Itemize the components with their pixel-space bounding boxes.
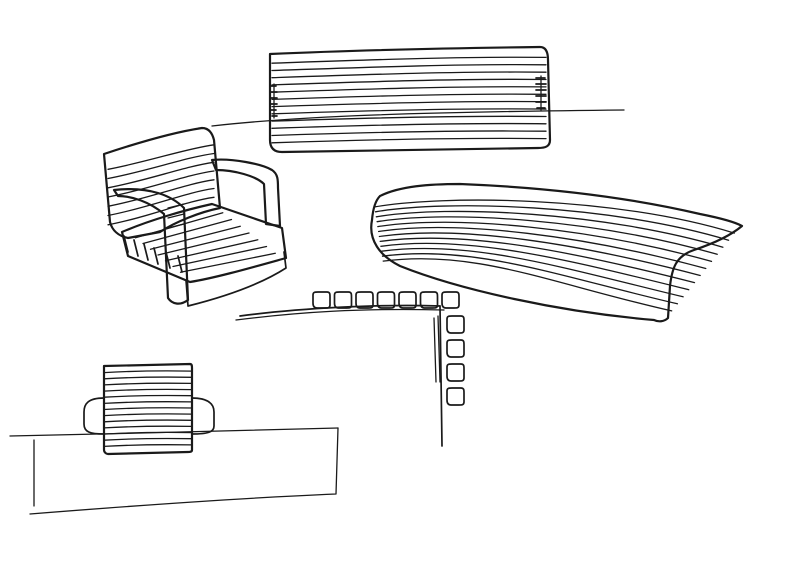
- bench-slat: [271, 100, 547, 108]
- armchair-slat: [107, 144, 215, 170]
- wall-tile: [446, 339, 465, 358]
- wall-tile: [446, 315, 465, 334]
- armchair-slat: [142, 218, 233, 245]
- bench-slat: [271, 71, 547, 79]
- wall-tile: [312, 291, 331, 309]
- front-chair-slat: [103, 413, 193, 417]
- curved-bench-slat: [375, 210, 724, 248]
- front-arm-right: [191, 397, 215, 435]
- armchair-base: [185, 251, 287, 307]
- armchair-slat: [107, 152, 215, 180]
- wall-vertical: [439, 305, 443, 447]
- front-floor-line: [9, 427, 339, 437]
- curved-bench-slat: [376, 216, 718, 255]
- bench-slat: [271, 108, 547, 115]
- wall-tile: [446, 363, 465, 382]
- curved-bench-slat: [374, 205, 730, 241]
- curved-bench-slat: [377, 226, 707, 270]
- armchair-seat: [120, 202, 288, 284]
- armchair-slat: [107, 196, 215, 226]
- bench-slat: [271, 63, 547, 72]
- wall-tile: [355, 291, 374, 309]
- curved-bench-slat: [380, 242, 690, 291]
- armchair-slat: [172, 245, 268, 268]
- armchair-right-arm: [210, 158, 282, 228]
- wall-tile: [376, 291, 396, 309]
- armchair-slat: [157, 232, 250, 256]
- front-chair-slat: [103, 388, 193, 392]
- front-chair-slat: [103, 437, 193, 441]
- armchair-front-view: [9, 362, 339, 515]
- front-chair-slat: [103, 407, 193, 411]
- wall-tile: [333, 291, 353, 309]
- armchair-slat: [107, 170, 215, 198]
- tile-column-side: [446, 315, 465, 406]
- front-platform: [29, 427, 339, 515]
- curved-bench-slat: [379, 237, 696, 284]
- armchair-backrest: [102, 126, 222, 240]
- bench-end-binding-right: [535, 75, 547, 111]
- curved-bench-slat: [382, 258, 673, 312]
- armchair-slat: [167, 223, 185, 229]
- armchair-slat: [179, 252, 276, 273]
- bench-slat: [271, 78, 547, 86]
- wall-tile: [446, 387, 465, 406]
- curved-bench-outline: [370, 182, 744, 323]
- armchair-slat: [107, 187, 215, 217]
- wall-vertical-inner: [433, 315, 441, 383]
- armchair-slat: [149, 225, 241, 250]
- front-chair-slat: [103, 419, 193, 423]
- armchair-slat: [167, 203, 185, 209]
- bench-slat: [271, 115, 547, 122]
- bench-slat: [271, 86, 547, 93]
- front-arm-left: [83, 397, 105, 435]
- bench-outline: [268, 45, 552, 154]
- armchair-under-slats: [123, 235, 183, 273]
- armchair-perspective: [102, 126, 288, 307]
- front-chair-slats: [103, 370, 193, 448]
- curved-bench-slats: [374, 199, 735, 312]
- bench-slat: [271, 122, 547, 129]
- wall-tile: [441, 291, 460, 309]
- wall-tile: [419, 291, 439, 309]
- wall-top-line: [235, 308, 445, 321]
- wall-tile: [398, 291, 417, 309]
- curved-bench-slat: [381, 252, 679, 305]
- wall-corner-tiles: [235, 291, 465, 447]
- bench-end-binding-left: [270, 83, 278, 119]
- front-chair-slat: [103, 376, 193, 380]
- armchair-slat: [164, 239, 259, 262]
- tile-row-top: [312, 291, 460, 309]
- front-chair-slat: [103, 370, 193, 374]
- armchair-slat: [107, 179, 215, 207]
- front-chair-slat: [103, 401, 193, 405]
- armchair-slats: [107, 144, 276, 273]
- curved-bench-slat: [381, 247, 684, 298]
- front-chair-body: [102, 362, 194, 456]
- bench-floor-line: [211, 109, 625, 127]
- bench-slats: [271, 56, 547, 144]
- front-chair-slat: [103, 425, 193, 429]
- front-chair-slat: [103, 382, 193, 386]
- bench-top-view: [211, 45, 625, 154]
- front-chair-slat: [103, 394, 193, 398]
- bench-slat: [271, 93, 547, 101]
- armchair-slat: [167, 213, 185, 219]
- bench-slat: [271, 56, 547, 64]
- armchair-slat: [107, 161, 215, 189]
- curved-bench-perspective: [370, 182, 744, 323]
- curved-bench-slat: [374, 199, 735, 234]
- bench-slat: [271, 130, 547, 137]
- curved-bench-slat: [377, 221, 713, 263]
- curved-bench-slat: [378, 232, 701, 277]
- bench-slat: [271, 137, 547, 144]
- front-chair-slat: [103, 444, 193, 448]
